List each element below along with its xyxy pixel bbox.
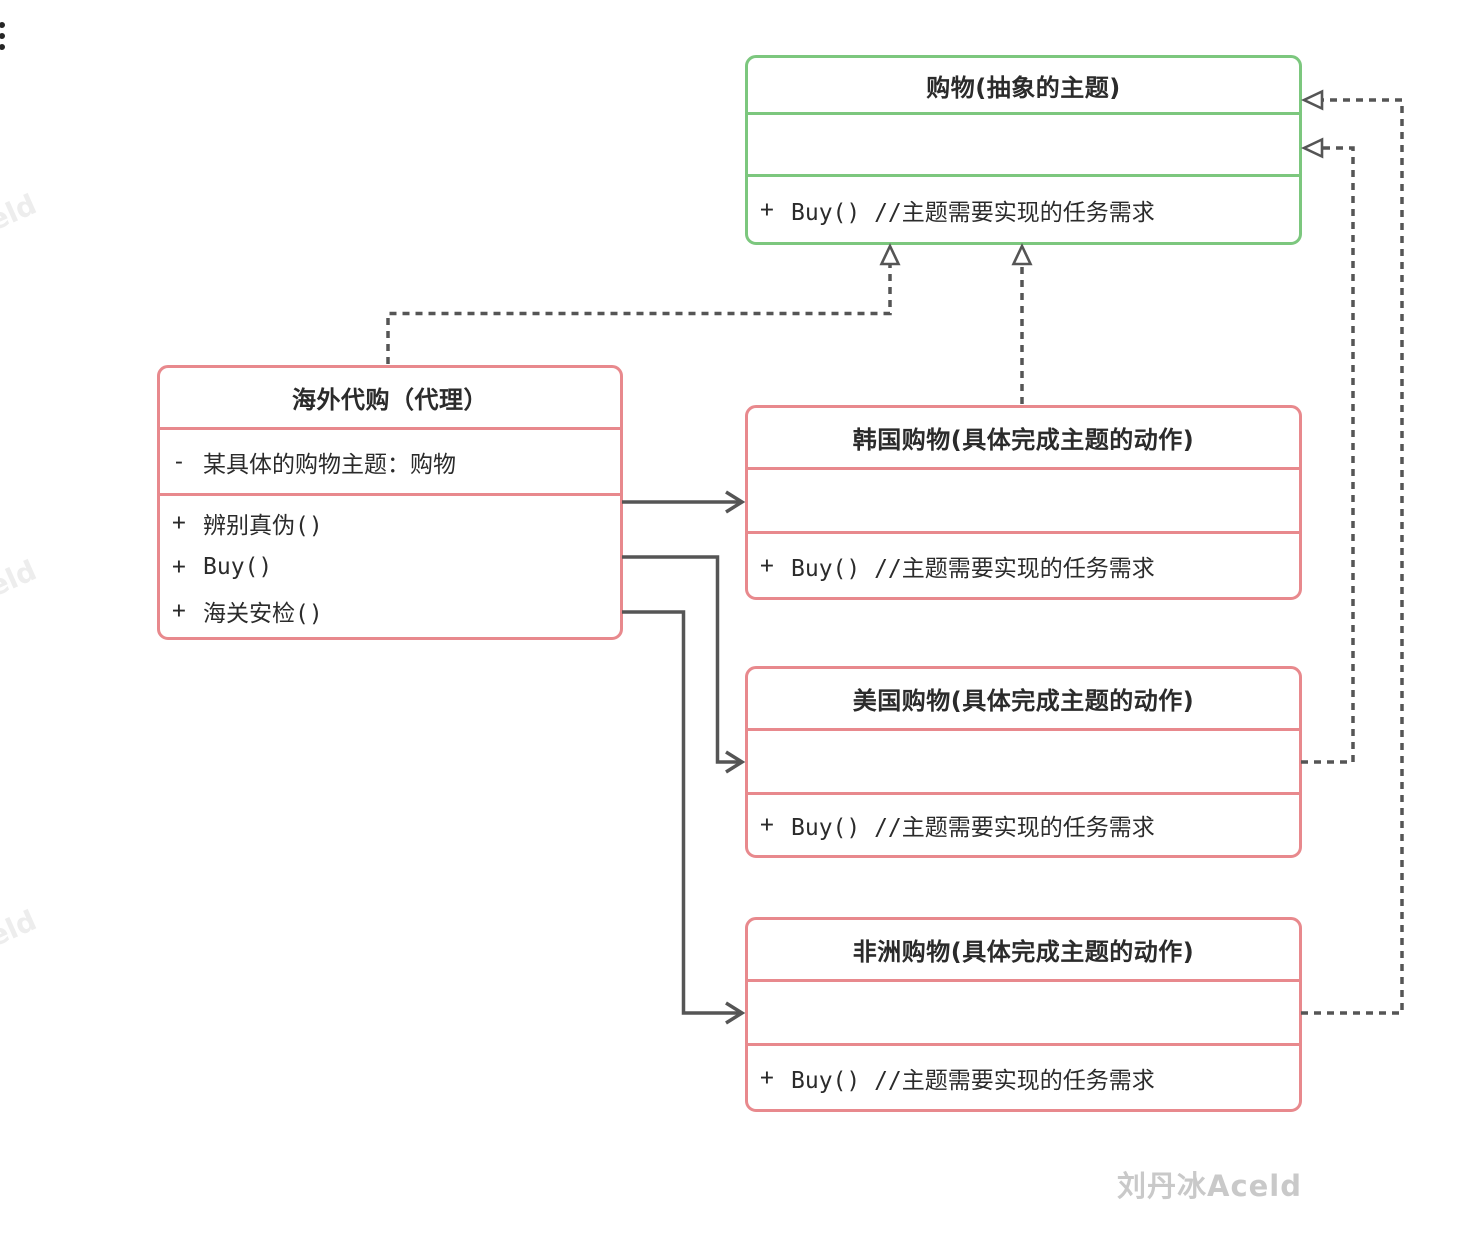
- class-box-concrete-usa[interactable]: 美国购物(具体完成主题的动作) + Buy() //主题需要实现的任务需求: [745, 666, 1302, 858]
- class-attributes-empty: [748, 982, 1299, 1046]
- class-attributes-empty: [748, 115, 1299, 177]
- method-label: Buy() //主题需要实现的任务需求: [791, 199, 1155, 226]
- edge-watermark: eld: [0, 187, 42, 238]
- method-label: Buy(): [203, 553, 273, 580]
- class-title-label: 购物(抽象的主题): [926, 73, 1121, 102]
- class-title: 韩国购物(具体完成主题的动作): [748, 408, 1299, 470]
- realization-arrow-usa-to-subject: [1301, 146, 1355, 764]
- class-methods: + Buy() //主题需要实现的任务需求: [748, 177, 1299, 242]
- class-attributes-empty: [748, 731, 1299, 795]
- method-line: + Buy() //主题需要实现的任务需求: [760, 1061, 1299, 1095]
- class-methods: + Buy() //主题需要实现的任务需求: [748, 534, 1299, 597]
- method-label: 辨别真伪(): [203, 512, 323, 539]
- dot-icon: [0, 33, 5, 39]
- visibility-symbol: -: [172, 448, 186, 475]
- visibility-symbol: +: [760, 1064, 774, 1091]
- open-arrowhead-right-icon: [725, 750, 746, 774]
- attribute-label: 某具体的购物主题：购物: [203, 451, 456, 478]
- visibility-symbol: +: [172, 509, 186, 536]
- class-title-label: 海外代购（代理）: [292, 386, 488, 414]
- association-arrow-proxy-to-usa: [622, 555, 739, 764]
- attribute-line: - 某具体的购物主题：购物: [172, 445, 620, 479]
- visibility-symbol: +: [760, 196, 774, 223]
- method-line: + 辨别真伪(): [172, 506, 620, 540]
- class-title: 购物(抽象的主题): [748, 58, 1299, 115]
- hollow-arrowhead-left-icon: [1300, 89, 1324, 111]
- class-title-label: 美国购物(具体完成主题的动作): [852, 687, 1195, 715]
- class-title: 非洲购物(具体完成主题的动作): [748, 920, 1299, 982]
- author-watermark: 刘丹冰Aceld: [1117, 1169, 1303, 1203]
- hollow-arrowhead-left-icon: [1300, 137, 1324, 159]
- method-line: + Buy() //主题需要实现的任务需求: [760, 808, 1299, 842]
- method-label: Buy() //主题需要实现的任务需求: [791, 815, 1155, 841]
- realization-arrow-africa-to-subject: [1301, 98, 1404, 1015]
- class-box-concrete-korea[interactable]: 韩国购物(具体完成主题的动作) + Buy() //主题需要实现的任务需求: [745, 405, 1302, 600]
- method-line: + Buy() //主题需要实现的任务需求: [760, 193, 1299, 227]
- method-line: + Buy() //主题需要实现的任务需求: [760, 549, 1299, 583]
- class-box-proxy[interactable]: 海外代购（代理） - 某具体的购物主题：购物 + 辨别真伪() + Buy() …: [157, 365, 623, 640]
- edge-watermark: eld: [0, 903, 42, 954]
- visibility-symbol: +: [172, 553, 186, 580]
- class-box-concrete-africa[interactable]: 非洲购物(具体完成主题的动作) + Buy() //主题需要实现的任务需求: [745, 917, 1302, 1112]
- class-attributes: - 某具体的购物主题：购物: [160, 430, 620, 496]
- edge-watermark: eld: [0, 553, 42, 604]
- realization-arrow-proxy-to-subject: [386, 264, 892, 364]
- method-label: 海关安检(): [203, 600, 323, 627]
- method-label: Buy() //主题需要实现的任务需求: [791, 555, 1155, 582]
- class-title: 海外代购（代理）: [160, 368, 620, 430]
- class-title-label: 韩国购物(具体完成主题的动作): [852, 426, 1195, 454]
- visibility-symbol: +: [172, 597, 186, 624]
- class-methods: + 辨别真伪() + Buy() + 海关安检(): [160, 496, 620, 637]
- class-title-label: 非洲购物(具体完成主题的动作): [852, 938, 1195, 966]
- class-methods: + Buy() //主题需要实现的任务需求: [748, 795, 1299, 855]
- class-methods: + Buy() //主题需要实现的任务需求: [748, 1046, 1299, 1109]
- dot-icon: [0, 44, 5, 50]
- hollow-arrowhead-up-icon: [1011, 242, 1033, 266]
- method-line: + 海关安检(): [172, 594, 620, 628]
- visibility-symbol: +: [760, 552, 774, 579]
- visibility-symbol: +: [760, 812, 774, 838]
- method-label: Buy() //主题需要实现的任务需求: [791, 1067, 1155, 1094]
- method-line: + Buy(): [172, 554, 620, 580]
- class-attributes-empty: [748, 470, 1299, 534]
- open-arrowhead-right-icon: [725, 490, 746, 514]
- class-box-abstract-subject[interactable]: 购物(抽象的主题) + Buy() //主题需要实现的任务需求: [745, 55, 1302, 245]
- open-arrowhead-right-icon: [725, 1001, 746, 1025]
- class-title: 美国购物(具体完成主题的动作): [748, 669, 1299, 731]
- hollow-arrowhead-up-icon: [879, 242, 901, 266]
- drag-handle-dots-icon[interactable]: [0, 22, 5, 50]
- association-arrow-proxy-to-africa: [622, 610, 739, 1015]
- dot-icon: [0, 22, 5, 28]
